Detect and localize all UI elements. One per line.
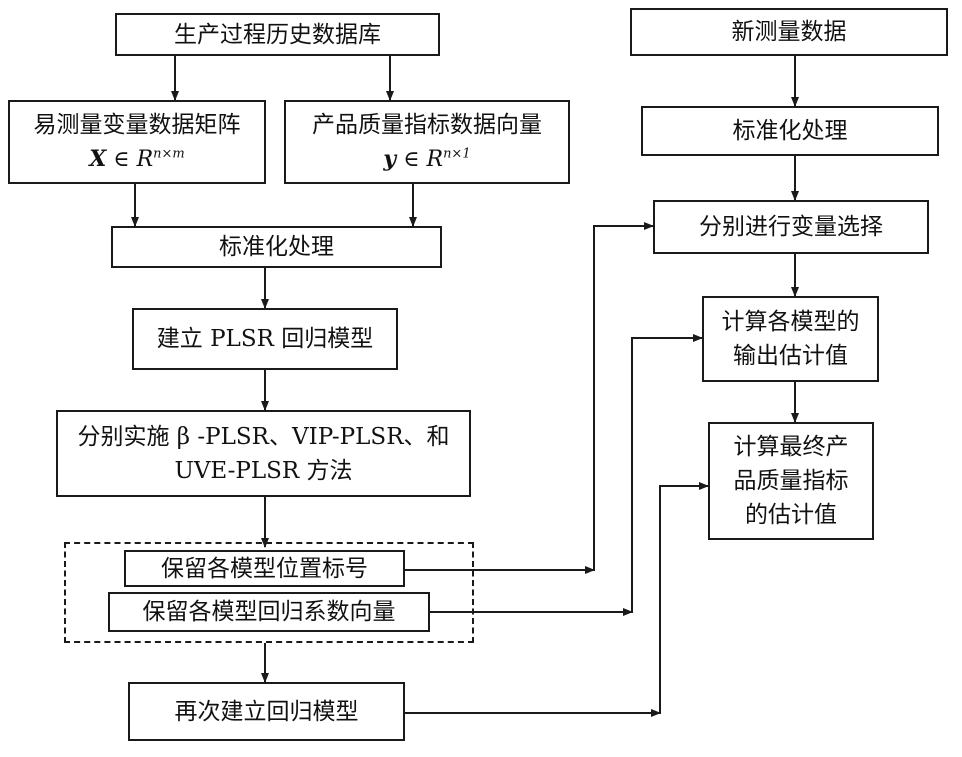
- node-history-database: 生产过程历史数据库: [115, 13, 440, 56]
- node-easy-measure-matrix-label: 易测量变量数据矩阵: [34, 108, 241, 142]
- node-variable-selection: 分别进行变量选择: [653, 200, 929, 254]
- node-rebuild-model-label: 再次建立回归模型: [175, 695, 359, 729]
- node-standardize-left-label: 标准化处理: [219, 230, 334, 264]
- node-rebuild-model: 再次建立回归模型: [128, 682, 405, 741]
- vector-formula: y ∈ Rn×1: [383, 142, 470, 177]
- node-keep-coefficients: 保留各模型回归系数向量: [108, 592, 430, 632]
- node-new-measurement-data-label: 新测量数据: [732, 15, 847, 49]
- node-methods-line2: UVE-PLSR 方法: [174, 454, 352, 488]
- node-standardize-right: 标准化处理: [641, 106, 939, 156]
- node-keep-positions-label: 保留各模型位置标号: [161, 552, 368, 586]
- node-quality-vector-label: 产品质量指标数据向量: [312, 108, 542, 142]
- matrix-formula: X ∈ Rn×m: [89, 142, 185, 177]
- matrix-exponent: n×m: [153, 146, 185, 161]
- node-calc-final-estimate-line2: 品质量指标: [734, 464, 849, 498]
- matrix-relation: ∈: [113, 147, 129, 172]
- vector-symbol: y: [383, 146, 396, 172]
- node-calc-final-estimate-line3: 的估计值: [745, 498, 837, 532]
- node-methods: 分别实施 β -PLSR、VIP-PLSR、和 UVE-PLSR 方法: [56, 410, 471, 497]
- vector-exponent: n×1: [443, 146, 471, 161]
- node-easy-measure-matrix: 易测量变量数据矩阵 X ∈ Rn×m: [8, 100, 266, 184]
- node-new-measurement-data: 新测量数据: [630, 8, 948, 56]
- node-keep-positions: 保留各模型位置标号: [124, 550, 405, 587]
- node-calc-final-estimate-line1: 计算最终产: [734, 430, 849, 464]
- node-standardize-left: 标准化处理: [111, 226, 442, 268]
- node-methods-line1: 分别实施 β -PLSR、VIP-PLSR、和: [77, 420, 449, 454]
- node-calc-model-outputs-line2: 输出估计值: [733, 339, 848, 373]
- node-calc-model-outputs-line1: 计算各模型的: [722, 305, 860, 339]
- node-keep-coefficients-label: 保留各模型回归系数向量: [143, 595, 396, 629]
- vector-relation: ∈: [403, 147, 419, 172]
- node-build-plsr-label: 建立 PLSR 回归模型: [157, 322, 373, 356]
- node-calc-model-outputs: 计算各模型的 输出估计值: [702, 296, 879, 382]
- node-standardize-right-label: 标准化处理: [733, 114, 848, 148]
- node-variable-selection-label: 分别进行变量选择: [699, 210, 883, 244]
- vector-set: R: [426, 147, 443, 172]
- arrow-positions-to-select: [405, 226, 653, 570]
- node-calc-final-estimate: 计算最终产 品质量指标 的估计值: [708, 422, 874, 540]
- node-build-plsr: 建立 PLSR 回归模型: [132, 308, 398, 370]
- node-history-database-label: 生产过程历史数据库: [174, 18, 381, 52]
- matrix-symbol: X: [89, 146, 106, 172]
- node-quality-vector: 产品质量指标数据向量 y ∈ Rn×1: [284, 100, 570, 184]
- matrix-set: R: [137, 147, 154, 172]
